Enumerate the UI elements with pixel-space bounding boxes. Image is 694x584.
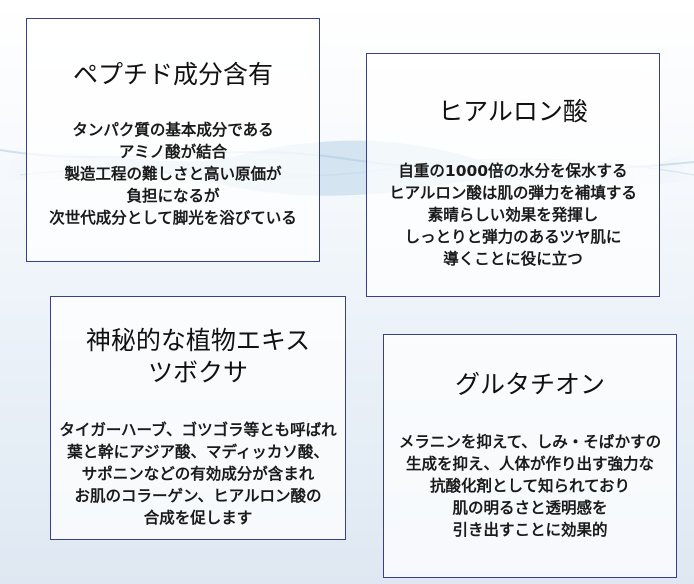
card-description-line: 生成を抑え、人体が作り出す強力な (405, 455, 654, 473)
card-description-line: 葉と幹にアジア酸、マディッカソ酸、 (67, 443, 329, 461)
card-description-line: しっとりと弾力のあるツヤ肌に (404, 228, 622, 246)
card-title-line: 神秘的な植物エキス (85, 326, 311, 355)
card-description-line: タンパク質の基本成分である (72, 121, 274, 139)
card-title: ペプチド成分含有 (27, 59, 319, 91)
card-description-line: 製造工程の難しさと高い原価が (64, 165, 282, 183)
card-title-line: ヒアルロン酸 (438, 97, 588, 126)
card-title-line: グルタチオン (454, 370, 605, 399)
card-description-line: 抗酸化剤として知られており (429, 477, 631, 495)
card-description-line: 負担になるが (126, 187, 220, 205)
card-description-line: 引き出すことに効果的 (452, 521, 608, 539)
card-description: タンパク質の基本成分である アミノ酸が結合 製造工程の難しさと高い原価が 負担に… (27, 119, 319, 229)
card-title: ヒアルロン酸 (367, 96, 659, 128)
feature-card-hyaluronic-acid: ヒアルロン酸 自重の1000倍の水分を保水する ヒアルロン酸は肌の弾力を補填する… (366, 53, 660, 297)
card-title-line: ツボクサ (147, 358, 248, 387)
card-description-line: 自重の1000倍の水分を保水する (398, 162, 628, 180)
card-description-line: 肌の明るさと透明感を (452, 499, 608, 517)
card-title: グルタチオン (384, 369, 676, 401)
card-description: 自重の1000倍の水分を保水する ヒアルロン酸は肌の弾力を補填する 素晴らしい効… (367, 160, 659, 270)
card-description-line: 次世代成分として脚光を浴びている (49, 209, 297, 227)
card-description-line: アミノ酸が結合 (118, 143, 228, 161)
card-description: メラニンを抑えて、しみ・そばかすの 生成を抑え、人体が作り出す強力な 抗酸化剤と… (384, 431, 676, 541)
feature-card-peptide: ペプチド成分含有 タンパク質の基本成分である アミノ酸が結合 製造工程の難しさと… (26, 18, 320, 262)
card-description-line: ヒアルロン酸は肌の弾力を補填する (389, 184, 637, 202)
card-description-line: 素晴らしい効果を発揮し (427, 206, 599, 224)
card-description-line: メラニンを抑えて、しみ・そばかすの (398, 433, 662, 451)
card-description-line: 導くことに役に立つ (443, 250, 583, 268)
feature-card-centella: 神秘的な植物エキス ツボクサ タイガーハーブ、ゴツゴラ等とも呼ばれ 葉と幹にアジ… (50, 296, 346, 540)
card-title-line: ペプチド成分含有 (72, 60, 273, 89)
card-description-line: サポニンなどの有効成分が含まれ (81, 465, 315, 483)
card-description: タイガーハーブ、ゴツゴラ等とも呼ばれ 葉と幹にアジア酸、マディッカソ酸、 サポニ… (51, 419, 345, 529)
card-description-line: タイガーハーブ、ゴツゴラ等とも呼ばれ (59, 421, 337, 439)
card-title: 神秘的な植物エキス ツボクサ (51, 325, 345, 389)
card-description-line: お肌のコラーゲン、ヒアルロン酸の (74, 487, 322, 505)
card-description-line: 合成を促します (143, 509, 253, 527)
feature-card-glutathione: グルタチオン メラニンを抑えて、しみ・そばかすの 生成を抑え、人体が作り出す強力… (383, 334, 677, 578)
